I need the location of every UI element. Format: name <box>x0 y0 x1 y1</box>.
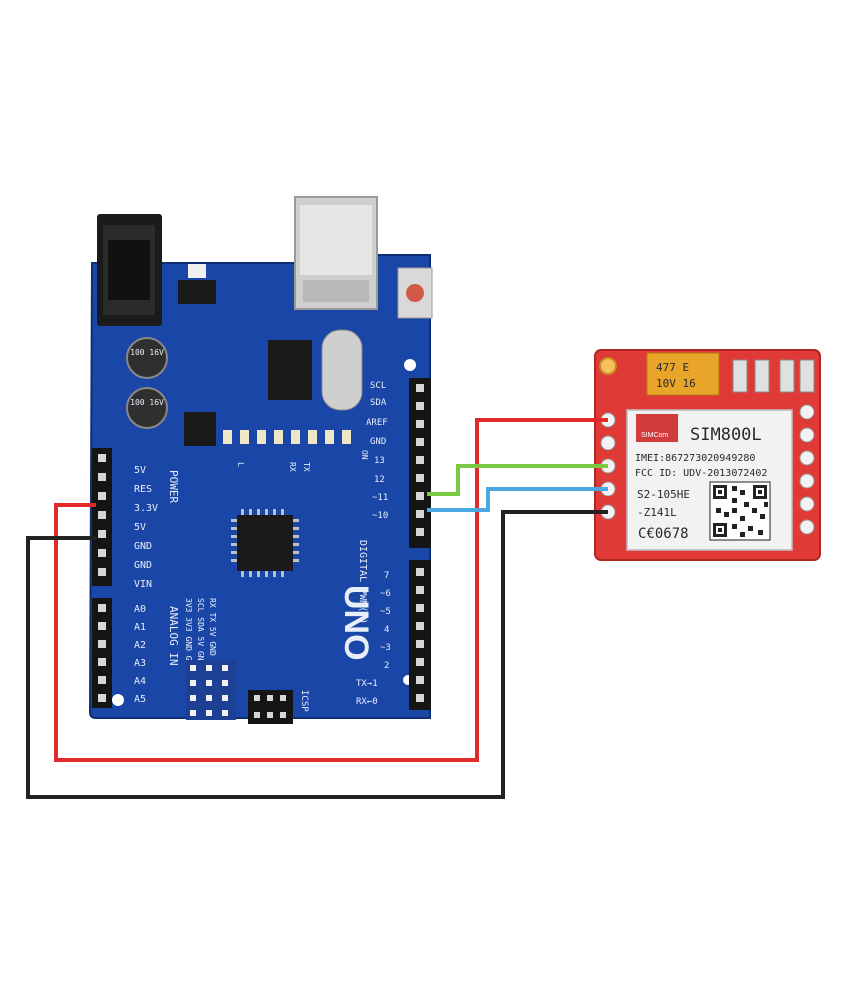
digital-pin-gnd: GND <box>370 437 386 447</box>
digital-pin-scl: SCL <box>370 381 386 391</box>
analog-pin-a0: A0 <box>134 604 146 615</box>
sim800l-title: SIM800L <box>690 425 762 445</box>
led-label-rx: RX <box>288 462 297 472</box>
green-wire <box>427 464 608 496</box>
svg-text:SCL SDA 5V GND: SCL SDA 5V GND <box>196 598 205 666</box>
power-pin-vin: VIN <box>134 579 152 590</box>
analog-header <box>92 598 112 708</box>
svg-text:100 16V: 100 16V <box>130 398 164 407</box>
dc-power-jack <box>97 214 162 326</box>
crystal <box>321 329 363 411</box>
sim800l-model-2: -Z141L <box>637 506 677 519</box>
svg-text:RX TX 5V GND: RX TX 5V GND <box>208 598 217 656</box>
led-label-on: ON <box>360 450 369 460</box>
sim800l-imei: IMEI:867273020949280 <box>635 453 755 464</box>
digital-pin-0: RX←0 <box>356 697 378 707</box>
digital-pin-labels: SCL SDA AREF GND 13 12 ~11 ~10 7 ~6 ~5 4… <box>356 381 391 707</box>
digital-pin-5: ~5 <box>380 607 391 617</box>
digital-pin-13: 13 <box>374 456 385 466</box>
svg-text:100 16V: 100 16V <box>130 348 164 357</box>
usb-connector <box>294 196 378 310</box>
svg-text:SIMCom: SIMCom <box>641 432 668 439</box>
analog-pin-a2: A2 <box>134 640 146 651</box>
power-header <box>92 448 112 586</box>
led-row <box>223 430 351 444</box>
icsp-label: ICSP <box>299 690 309 712</box>
power-pin-gnd-2: GND <box>134 560 152 571</box>
svg-text:477 E: 477 E <box>656 361 689 374</box>
digital-pin-10: ~10 <box>372 511 388 521</box>
board-name-label: UNO <box>337 585 375 661</box>
sim800l-shield: SIMCom SIM800L IMEI:867273020949280 FCC … <box>626 409 793 551</box>
red-wire <box>54 418 608 762</box>
power-pin-res: RES <box>134 484 152 495</box>
reset-button <box>397 267 433 319</box>
digital-header-pins <box>416 384 424 702</box>
power-pin-labels: 5V RES 3.3V 5V GND GND VIN POWER <box>134 465 180 590</box>
led-label-l: L <box>236 462 245 467</box>
analog-pin-a5: A5 <box>134 694 146 705</box>
digital-pin-11: ~11 <box>372 493 388 503</box>
analog-pin-a1: A1 <box>134 622 146 633</box>
tantalum-capacitor: 477 E 10V 16 <box>646 352 720 396</box>
digital-header-label: DIGITAL PWM(~) <box>357 540 368 624</box>
svg-text:3V3 3V3 GND GND: 3V3 3V3 GND GND <box>184 598 193 670</box>
sim800l-fcc: FCC ID: UDV-2013072402 <box>635 468 767 479</box>
power-pin-gnd: GND <box>134 541 152 552</box>
small-ic <box>184 412 216 446</box>
qr-code <box>709 481 771 541</box>
analog-pin-a3: A3 <box>134 658 146 669</box>
digital-pin-3: ~3 <box>380 643 391 653</box>
digital-pin-2: 2 <box>384 661 389 671</box>
wires <box>26 418 608 799</box>
svg-text:10V 16: 10V 16 <box>656 377 696 390</box>
led-label-tx: TX <box>302 462 311 472</box>
sim800l-module: 477 E 10V 16 SIMCom <box>594 349 821 561</box>
voltage-regulator <box>178 280 216 304</box>
digital-pin-sda: SDA <box>370 398 387 408</box>
digital-pin-12: 12 <box>374 475 385 485</box>
black-wire <box>26 510 608 799</box>
bottom-silkscreen: RX TX 5V GND SCL SDA 5V GND 3V3 3V3 GND … <box>184 598 217 670</box>
analog-pin-a4: A4 <box>134 676 146 687</box>
capacitor-1: 100 16V <box>126 337 168 379</box>
sim800l-ce-mark: C€0678 <box>638 526 689 542</box>
icsp-header: ICSP <box>248 690 309 724</box>
arduino-uno-board: 100 16V 100 16V <box>88 196 433 724</box>
power-header-label: POWER <box>167 470 180 503</box>
power-pin-3v3: 3.3V <box>134 503 158 514</box>
digital-pin-7: 7 <box>384 571 389 581</box>
microcontroller-chip <box>231 509 299 577</box>
power-pin-5v-2: 5V <box>134 522 146 533</box>
aux-header <box>186 660 236 720</box>
analog-header-label: ANALOG IN <box>167 606 180 666</box>
digital-pin-4: 4 <box>384 625 389 635</box>
digital-pin-aref: AREF <box>366 418 388 428</box>
digital-pin-1: TX→1 <box>356 679 378 689</box>
usb-ic <box>268 340 312 400</box>
sim800l-right-pins <box>799 404 815 535</box>
digital-pin-6: ~6 <box>380 589 391 599</box>
power-pin-5v: 5V <box>134 465 146 476</box>
capacitor-2: 100 16V <box>126 387 168 429</box>
sim800l-model-1: S2-105HE <box>637 488 690 501</box>
simcom-logo <box>636 414 678 442</box>
analog-pin-labels: A0 A1 A2 A3 A4 A5 ANALOG IN <box>134 604 180 705</box>
led-labels: L RX TX ON <box>236 450 369 472</box>
blue-wire <box>427 487 608 512</box>
